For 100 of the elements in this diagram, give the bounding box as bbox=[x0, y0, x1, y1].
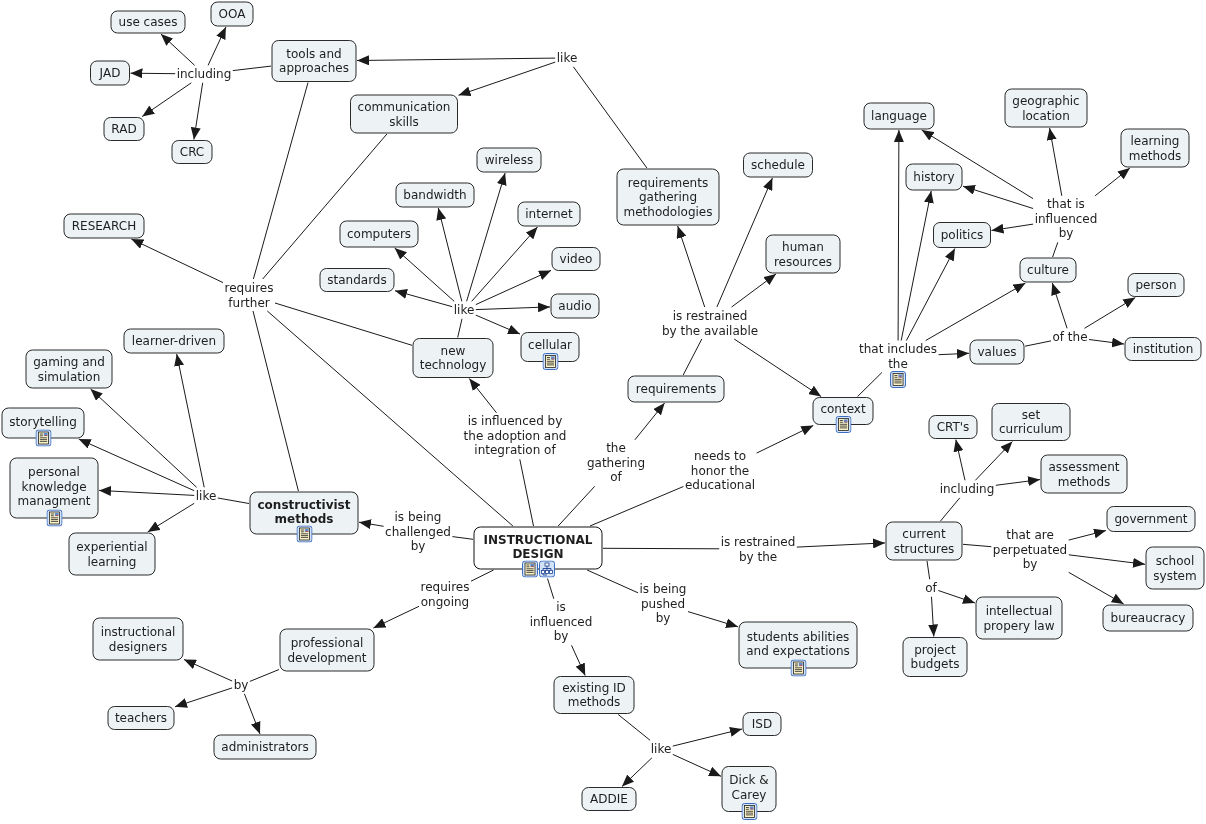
concept-label: CRC bbox=[179, 144, 205, 160]
concept-box bbox=[969, 339, 1025, 365]
arrow bbox=[938, 348, 970, 359]
concept-label: instructional designers bbox=[100, 624, 176, 654]
linking-phrase: is being pushed by bbox=[639, 582, 687, 626]
linking-phrase: is influenced by the adoption and integration of bbox=[463, 414, 567, 458]
concept-label: gaming and simulation bbox=[33, 354, 105, 384]
concept-label: use cases bbox=[118, 14, 178, 30]
arrow bbox=[130, 238, 224, 284]
concept-label: Dick & Carey bbox=[729, 773, 769, 802]
concept-box bbox=[627, 375, 725, 403]
concept-box bbox=[171, 140, 213, 164]
concept-box bbox=[1004, 88, 1088, 128]
concept-label: schedule bbox=[751, 157, 805, 173]
concept-label: experiential learning bbox=[76, 539, 148, 569]
connector-line bbox=[252, 82, 309, 280]
connector-line bbox=[857, 372, 883, 397]
concept-box bbox=[213, 734, 317, 760]
arrow bbox=[458, 61, 556, 97]
arrow bbox=[621, 757, 653, 787]
concept-label: values bbox=[977, 344, 1017, 360]
concept-box bbox=[765, 234, 841, 274]
concept-label: professional development bbox=[287, 635, 367, 665]
linking-phrase: of the bbox=[1052, 329, 1088, 345]
concept-box bbox=[107, 706, 175, 730]
concept-box bbox=[350, 94, 458, 134]
arrow bbox=[475, 314, 521, 335]
concept-box bbox=[68, 532, 156, 576]
concept-box bbox=[1106, 506, 1196, 532]
concept-label: assessment methods bbox=[1048, 459, 1120, 489]
connector-line bbox=[962, 543, 992, 548]
concept-box bbox=[1145, 546, 1205, 590]
concept-box bbox=[581, 787, 637, 811]
concept-box bbox=[1127, 273, 1185, 297]
linking-phrase: the gathering of bbox=[586, 441, 646, 485]
concept-box bbox=[271, 40, 357, 82]
arrow bbox=[174, 687, 233, 708]
concept-box bbox=[742, 712, 782, 736]
concept-box bbox=[63, 213, 145, 239]
concept-label: bureaucracy bbox=[1110, 610, 1186, 626]
arrow bbox=[207, 26, 227, 66]
arrow bbox=[893, 129, 904, 341]
linking-phrase: needs to honor the educational bbox=[684, 449, 756, 493]
concept-box bbox=[1040, 454, 1128, 494]
linking-phrase: that is influenced by bbox=[1034, 197, 1098, 241]
concept-label: intellectual propery law bbox=[983, 603, 1055, 633]
arrow bbox=[468, 378, 497, 414]
arrow bbox=[672, 727, 743, 747]
concept-box bbox=[339, 220, 419, 248]
linking-phrase: by bbox=[233, 677, 249, 693]
concept-label: JAD bbox=[99, 65, 121, 81]
arrow bbox=[937, 590, 976, 604]
concept-label: storytelling bbox=[9, 414, 77, 429]
concept-label: context bbox=[820, 402, 866, 417]
arrow bbox=[1068, 571, 1125, 605]
arrow bbox=[1094, 167, 1131, 197]
arrow bbox=[672, 753, 722, 777]
concept-label: current structures bbox=[893, 526, 955, 556]
connector-line bbox=[586, 569, 639, 594]
concept-label: requirements bbox=[635, 381, 717, 397]
connector-line bbox=[1024, 340, 1052, 347]
connector-line bbox=[547, 578, 555, 600]
arrow bbox=[921, 129, 1034, 200]
concept-box bbox=[975, 596, 1063, 640]
concept-label: person bbox=[1135, 277, 1177, 293]
concept-label: ISD bbox=[751, 716, 773, 732]
arrow bbox=[356, 55, 556, 66]
concept-box bbox=[553, 676, 635, 714]
concept-label: constructivist methods bbox=[257, 497, 351, 526]
linking-phrase: requires ongoing bbox=[420, 579, 470, 609]
arrow bbox=[141, 82, 192, 117]
connector-line bbox=[274, 302, 413, 346]
concept-box bbox=[551, 247, 601, 271]
concept-box bbox=[90, 60, 130, 86]
concept-label: learner-driven bbox=[131, 333, 217, 349]
concept-label: language bbox=[871, 108, 927, 124]
arrow bbox=[953, 439, 966, 481]
concept-box bbox=[933, 222, 991, 248]
arrow bbox=[995, 476, 1041, 487]
concept-box bbox=[517, 201, 581, 227]
arrow bbox=[756, 425, 814, 454]
linking-phrase: like bbox=[650, 741, 672, 757]
concept-box bbox=[25, 349, 113, 389]
linking-phrase: including bbox=[176, 66, 232, 82]
arrow bbox=[962, 185, 1034, 209]
concept-label: personal knowledge managment bbox=[17, 464, 91, 509]
concept-box bbox=[319, 268, 395, 292]
linking-phrase: is influenced by bbox=[529, 600, 593, 644]
concept-label: RAD bbox=[111, 121, 137, 137]
arrow bbox=[1046, 127, 1063, 197]
linking-phrase: requires further bbox=[224, 280, 274, 310]
concept-box bbox=[616, 168, 720, 226]
arrow bbox=[394, 289, 453, 308]
linking-phrase: is restrained by the available bbox=[661, 308, 759, 338]
arrow bbox=[471, 226, 538, 302]
connector-line bbox=[217, 497, 250, 504]
connector-line bbox=[572, 66, 648, 169]
concept-box bbox=[902, 637, 968, 677]
concept-box bbox=[863, 102, 935, 130]
arrow bbox=[1068, 528, 1107, 541]
